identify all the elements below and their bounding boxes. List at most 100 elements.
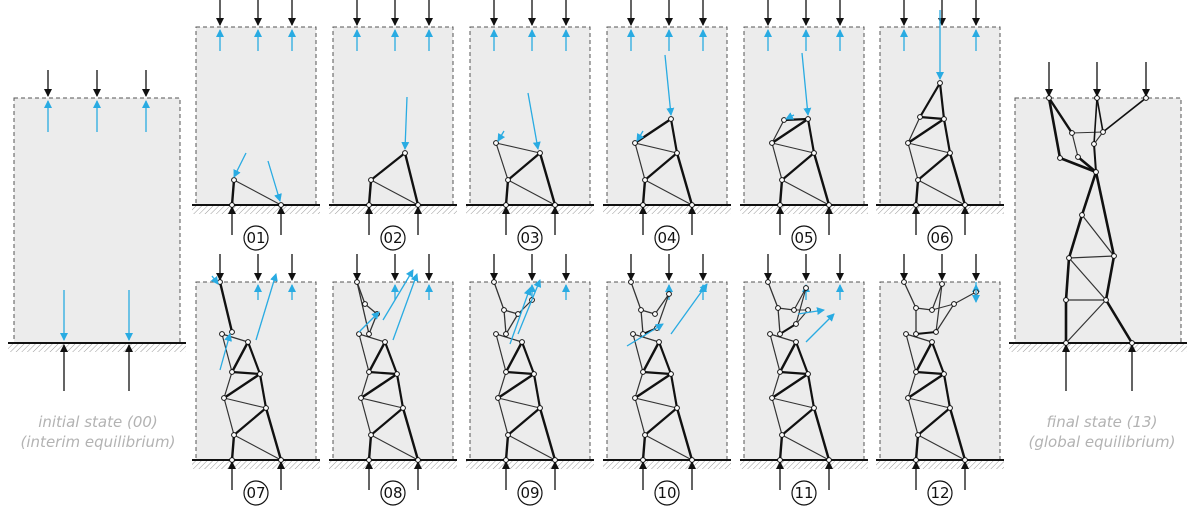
truss-node: [356, 331, 362, 337]
truss-member: [641, 370, 673, 376]
design-domain-panel: [469, 281, 591, 461]
truss-member: [1071, 132, 1079, 158]
step-number: 07: [246, 484, 265, 502]
truss-node: [913, 305, 919, 311]
unbalanced-force-arrow: [785, 112, 795, 120]
truss-node: [415, 457, 421, 463]
truss-node: [503, 369, 509, 375]
truss-member: [907, 397, 919, 436]
truss-member: [914, 370, 946, 376]
step-number-badge: [654, 480, 680, 506]
truss-node: [640, 369, 646, 375]
ground-hatch: [876, 205, 1004, 214]
truss-member: [369, 151, 407, 182]
truss-member: [942, 372, 952, 410]
truss-member: [656, 293, 670, 329]
truss-node: [777, 457, 783, 463]
truss-member: [669, 372, 679, 410]
truss-member: [769, 333, 781, 373]
truss-node: [231, 432, 237, 438]
ground-hatch: [192, 205, 320, 214]
truss-node: [826, 457, 832, 463]
unbalanced-force-arrow: [497, 130, 506, 142]
truss-node: [1111, 253, 1117, 259]
truss-member: [778, 340, 798, 374]
ground-hatch: [740, 460, 868, 469]
truss-node: [1091, 141, 1097, 147]
truss-member: [643, 151, 679, 182]
truss-node: [913, 202, 919, 208]
truss-member: [916, 151, 952, 182]
truss-node: [493, 331, 499, 337]
step-number: 08: [383, 484, 402, 502]
step-number: 02: [383, 229, 402, 247]
truss-member: [497, 397, 541, 409]
truss-node: [962, 202, 968, 208]
unbalanced-force-arrow: [255, 273, 278, 341]
truss-node: [905, 140, 911, 146]
design-domain-panel: [332, 26, 454, 206]
truss-member: [538, 151, 557, 207]
truss-member: [634, 142, 678, 154]
truss-member: [495, 333, 523, 343]
truss-member: [370, 434, 419, 461]
ground-hatch: [740, 205, 868, 214]
final-state-sublabel: (global equilibrium): [1028, 433, 1176, 451]
truss-member: [495, 142, 509, 181]
truss-node: [1063, 297, 1069, 303]
truss-member: [905, 333, 917, 373]
truss-node: [903, 331, 909, 337]
truss-member: [504, 178, 510, 207]
truss-node: [552, 457, 558, 463]
truss-member: [358, 333, 386, 343]
design-domain-panel: [469, 26, 591, 206]
truss-node: [219, 331, 225, 337]
truss-node: [913, 457, 919, 463]
truss-node: [354, 279, 360, 285]
truss-node: [366, 331, 372, 337]
step-number-badge: [791, 480, 817, 506]
truss-member: [218, 280, 234, 334]
truss-node: [491, 279, 497, 285]
truss-member: [497, 397, 509, 436]
unbalanced-force-arrow: [219, 333, 232, 371]
truss-node: [495, 395, 501, 401]
truss-node: [769, 395, 775, 401]
truss-member: [641, 340, 661, 374]
truss-member: [793, 287, 807, 311]
truss-node: [805, 371, 811, 377]
ground-hatch: [876, 460, 1004, 469]
truss-node: [905, 395, 911, 401]
truss-member: [1102, 97, 1147, 133]
truss-member: [942, 117, 952, 155]
truss-member: [914, 340, 934, 374]
truss-member: [538, 406, 557, 462]
truss-member: [1096, 97, 1104, 133]
truss-member: [1104, 254, 1116, 302]
truss-node: [1063, 340, 1069, 346]
unbalanced-force-arrow: [392, 273, 419, 341]
truss-node: [941, 116, 947, 122]
truss-node: [505, 432, 511, 438]
truss-node: [229, 457, 235, 463]
truss-member: [771, 119, 785, 144]
truss-member: [503, 309, 507, 335]
truss-node: [913, 331, 919, 337]
truss-member: [907, 397, 951, 409]
truss-member: [497, 371, 507, 399]
truss-member: [644, 179, 693, 206]
unbalanced-force-arrow: [805, 313, 835, 343]
truss-node: [652, 311, 658, 317]
truss-member: [506, 406, 542, 437]
truss-member: [520, 340, 536, 376]
truss-member: [675, 406, 694, 462]
truss-node: [674, 150, 680, 156]
truss-member: [1104, 298, 1134, 345]
truss-member: [782, 117, 810, 122]
truss-node: [689, 202, 695, 208]
truss-node: [537, 150, 543, 156]
truss-node: [1093, 169, 1099, 175]
unbalanced-force-arrow: [358, 311, 380, 333]
truss-member: [233, 434, 282, 461]
